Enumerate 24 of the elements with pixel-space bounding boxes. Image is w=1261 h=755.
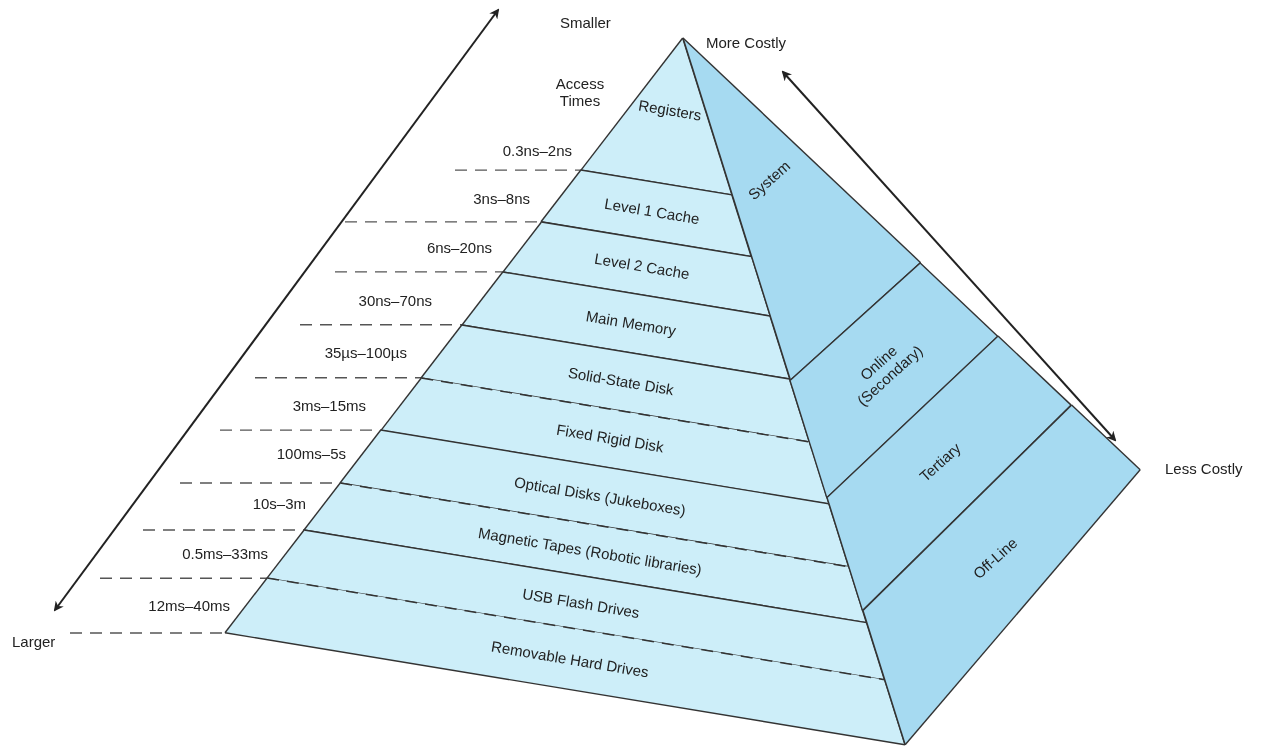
layer-label: Level 2 Cache — [592, 250, 691, 283]
access-time-label: 3ms–15ms — [292, 397, 366, 414]
layer-label: Solid-State Disk — [566, 363, 675, 398]
access-time-label: 3ns–8ns — [473, 190, 530, 207]
layer-label: USB Flash Drives — [520, 584, 641, 621]
access-time-label: 35µs–100µs — [324, 344, 407, 361]
layer-label: Main Memory — [585, 306, 678, 339]
layer-label: Magnetic Tapes (Robotic libraries) — [476, 523, 704, 578]
access-time-label: 10s–3m — [252, 495, 306, 512]
layer-label: Removable Hard Drives — [490, 637, 651, 681]
axis-end-label: Less Costly — [1165, 460, 1243, 477]
axis-end-label: Larger — [12, 633, 56, 650]
axis-end-label: Smaller — [560, 14, 611, 31]
layer-label: Fixed Rigid Disk — [555, 421, 666, 456]
layer-label: Level 1 Cache — [602, 194, 701, 228]
access-time-label: 0.5ms–33ms — [182, 545, 268, 562]
access-time-label: 6ns–20ns — [426, 239, 492, 256]
access-time-label: 0.3ns–2ns — [502, 142, 572, 159]
access-time-label: 30ns–70ns — [358, 292, 432, 309]
access-time-label: 12ms–40ms — [148, 597, 230, 614]
access-time-label: 100ms–5s — [276, 445, 346, 462]
axis-end-label: More Costly — [706, 34, 787, 51]
axis-title: Access Times — [554, 75, 606, 109]
layer-label: Registers — [637, 96, 703, 124]
